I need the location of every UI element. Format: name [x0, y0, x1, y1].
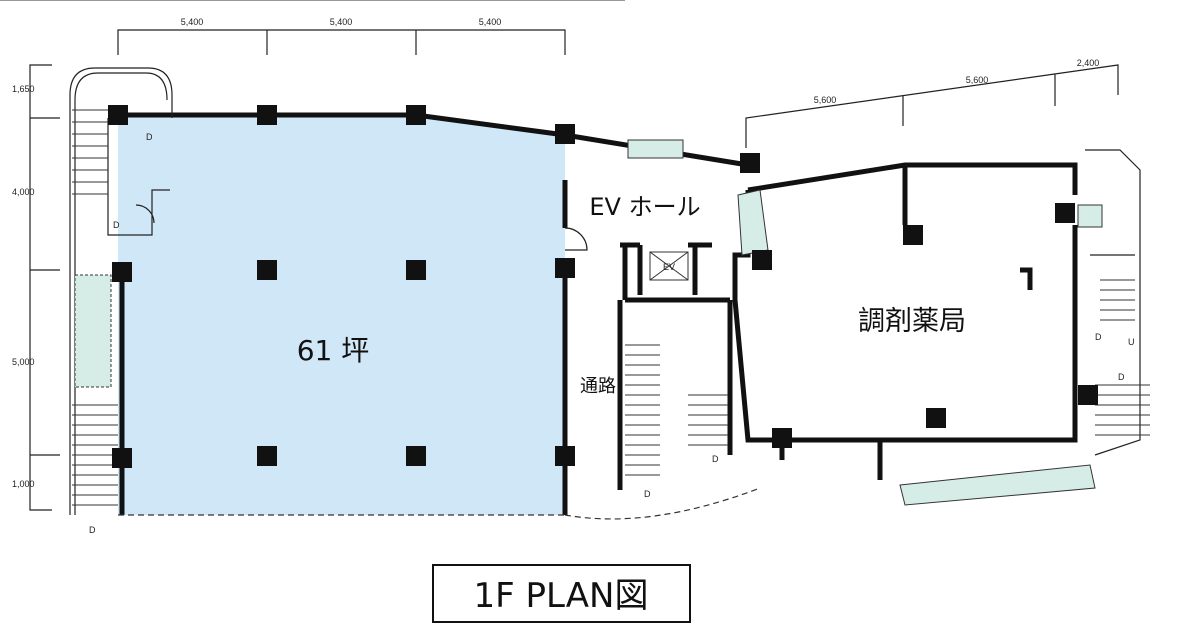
dimension-label: 1,000: [12, 479, 35, 489]
title-box: [432, 564, 691, 623]
ev-hall-label: EV ホール: [589, 193, 700, 221]
stair-mark-down: D: [1095, 332, 1102, 342]
left-stair-tower: D D D: [69, 67, 173, 535]
dimension-label: 5,000: [12, 357, 35, 367]
tenant-area-label: 61 坪: [297, 334, 370, 367]
dimension-label: 5,600: [814, 95, 837, 105]
dimension-label: 5,600: [966, 75, 989, 85]
structural-columns: [108, 105, 1098, 468]
planter: [627, 139, 684, 159]
dimension-label: 2,400: [1077, 58, 1100, 68]
corridor-label: 通路: [580, 376, 616, 397]
elevator-core: EV D D: [0, 0, 733, 499]
dimension-label: 1,650: [12, 84, 35, 94]
dimension-label: 4,000: [12, 187, 35, 197]
planter: [74, 274, 112, 388]
plan-title: 1F PLAN図: [474, 576, 649, 616]
dimension-label: 5,400: [479, 17, 502, 27]
door-swing: [564, 227, 588, 251]
stair-mark-down: D: [1118, 372, 1125, 382]
stair-mark-down: D: [644, 489, 651, 499]
pharmacy-outline: D U D: [732, 149, 1150, 506]
planter: [899, 464, 1096, 506]
top-dimension-line: 5,400 5,400 5,400: [117, 17, 566, 55]
elevator-label: EV: [663, 262, 675, 272]
tenant-area: [118, 115, 565, 515]
right-dimension-line: 5,600 5,600 2,400: [745, 58, 1119, 148]
left-dimension-line: 1,650 4,000 5,000 1,000: [12, 64, 60, 511]
dimension-label: 5,400: [330, 17, 353, 27]
pharmacy-label: 調剤薬局: [858, 306, 966, 337]
stair-mark-down: D: [113, 220, 120, 230]
stair-mark-down: D: [146, 132, 153, 142]
stair-mark-up: U: [1128, 337, 1135, 347]
dimension-label: 5,400: [181, 17, 204, 27]
boundary-line: [118, 487, 761, 520]
stair-mark-down: D: [89, 525, 96, 535]
stair-mark-down: D: [712, 454, 719, 464]
